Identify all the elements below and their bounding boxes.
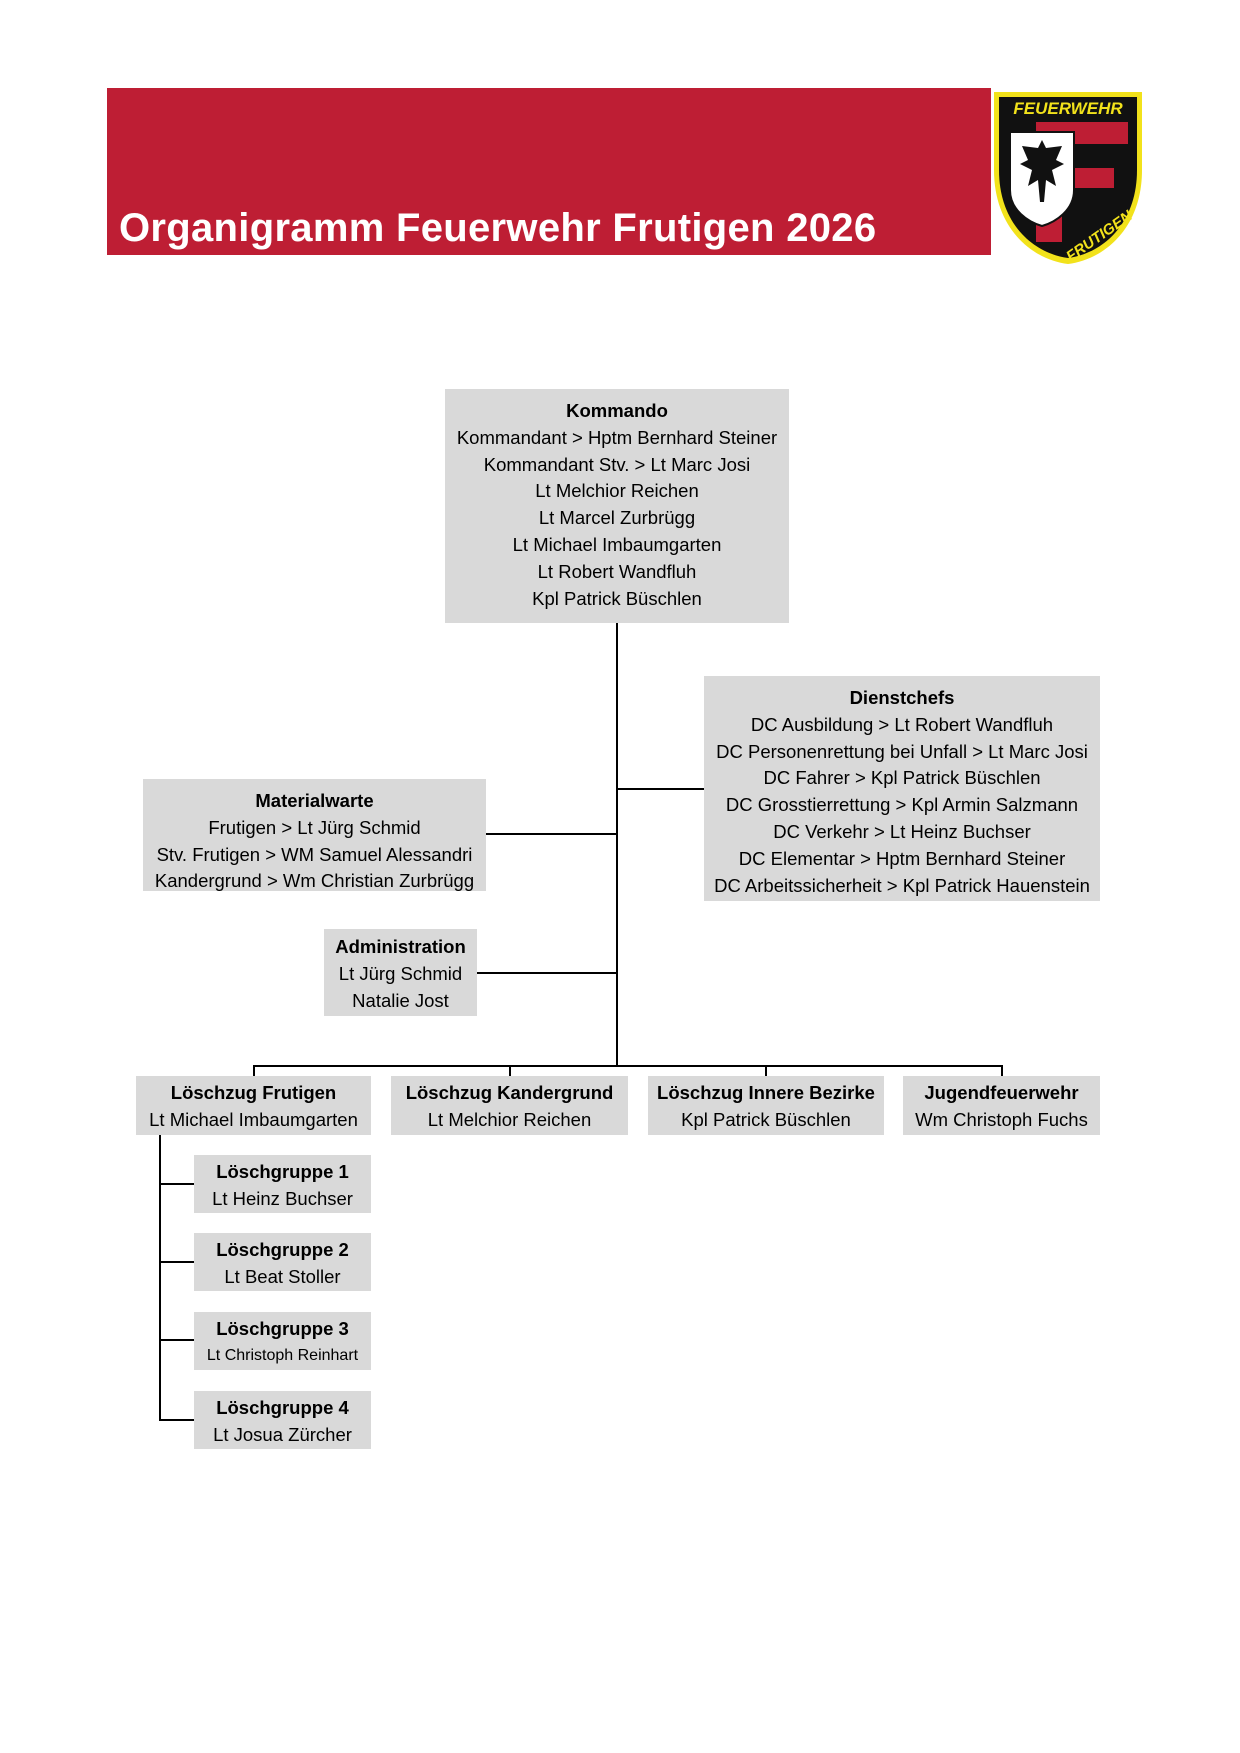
unit-title: Löschzug Frutigen: [170, 1082, 337, 1103]
group-title: Löschgruppe 4: [216, 1397, 349, 1418]
kommando-line: Kpl Patrick Büschlen: [532, 587, 702, 609]
group-leader: Lt Christoph Reinhart: [206, 1346, 359, 1364]
unit-leader: Lt Melchior Reichen: [427, 1108, 592, 1130]
group-connector: [159, 1183, 194, 1185]
dienstchefs-title: Dienstchefs: [849, 687, 955, 708]
group-leader: Lt Beat Stoller: [224, 1265, 341, 1287]
dienstchefs-line: DC Personenrettung bei Unfall > Lt Marc …: [716, 740, 1088, 762]
materialwarte-line: Stv. Frutigen > WM Samuel Alessandri: [156, 843, 473, 865]
kommando-line: Lt Marcel Zurbrügg: [538, 507, 696, 529]
trunk-line: [616, 623, 618, 1067]
group-leader: Lt Josua Zürcher: [213, 1423, 352, 1445]
materialwarte-line: Kandergrund > Wm Christian Zurbrügg: [154, 870, 475, 892]
dienstchefs-line: DC Arbeitssicherheit > Kpl Patrick Hauen…: [714, 874, 1090, 896]
unit-leader: Wm Christoph Fuchs: [915, 1108, 1088, 1130]
unit-title: Jugendfeuerwehr: [924, 1082, 1079, 1103]
materialwarte-connector: [486, 833, 617, 835]
group-title: Löschgruppe 2: [216, 1239, 349, 1260]
materialwarte-box: Materialwarte Frutigen > Lt Jürg Schmid …: [143, 779, 486, 891]
units-bus-line: [253, 1065, 1003, 1067]
dienstchefs-line: DC Elementar > Hptm Bernhard Steiner: [738, 847, 1066, 869]
group-loeschgruppe-1: Löschgruppe 1 Lt Heinz Buchser: [194, 1155, 371, 1213]
dienstchefs-line: DC Grosstierrettung > Kpl Armin Salzmann: [725, 794, 1079, 816]
kommando-title: Kommando: [566, 400, 668, 421]
group-title: Löschgruppe 1: [216, 1161, 349, 1182]
page-title: Organigramm Feuerwehr Frutigen 2026: [119, 206, 877, 250]
group-leader: Lt Heinz Buchser: [212, 1187, 353, 1209]
dienstchefs-line: DC Ausbildung > Lt Robert Wandfluh: [750, 713, 1054, 735]
unit-leader: Kpl Patrick Büschlen: [681, 1108, 851, 1130]
unit-title: Löschzug Innere Bezirke: [657, 1082, 875, 1103]
kommando-line: Kommandant Stv. > Lt Marc Josi: [483, 453, 751, 475]
unit-title: Löschzug Kandergrund: [405, 1082, 614, 1103]
group-connector: [159, 1419, 194, 1421]
unit-loeschzug-innere-bezirke: Löschzug Innere Bezirke Kpl Patrick Büsc…: [648, 1076, 884, 1135]
group-connector: [159, 1261, 194, 1263]
group-loeschgruppe-2: Löschgruppe 2 Lt Beat Stoller: [194, 1233, 371, 1291]
header-banner: Organigramm Feuerwehr Frutigen 2026: [107, 88, 991, 255]
unit-jugendfeuerwehr: Jugendfeuerwehr Wm Christoph Fuchs: [903, 1076, 1100, 1135]
dienstchefs-connector: [617, 788, 704, 790]
group-title: Löschgruppe 3: [216, 1318, 349, 1339]
materialwarte-line: Frutigen > Lt Jürg Schmid: [208, 816, 421, 838]
dienstchefs-line: DC Fahrer > Kpl Patrick Büschlen: [763, 767, 1041, 789]
group-connector: [159, 1339, 194, 1341]
unit-loeschzug-kandergrund: Löschzug Kandergrund Lt Melchior Reichen: [391, 1076, 628, 1135]
svg-text:FEUERWEHR: FEUERWEHR: [1013, 99, 1123, 118]
kommando-box: Kommando Kommandant > Hptm Bernhard Stei…: [445, 389, 789, 623]
group-loeschgruppe-4: Löschgruppe 4 Lt Josua Zürcher: [194, 1391, 371, 1449]
unit-tick: [509, 1065, 511, 1076]
unit-tick: [253, 1065, 255, 1076]
administration-line: Natalie Jost: [352, 989, 449, 1011]
dienstchefs-box: Dienstchefs DC Ausbildung > Lt Robert Wa…: [704, 676, 1100, 901]
kommando-line: Lt Robert Wandfluh: [537, 560, 697, 582]
kommando-line: Kommandant > Hptm Bernhard Steiner: [456, 426, 778, 448]
unit-leader: Lt Michael Imbaumgarten: [149, 1108, 358, 1130]
dienstchefs-line: DC Verkehr > Lt Heinz Buchser: [773, 820, 1031, 842]
kommando-line: Lt Melchior Reichen: [535, 480, 699, 502]
administration-box: Administration Lt Jürg Schmid Natalie Jo…: [324, 929, 477, 1016]
kommando-line: Lt Michael Imbaumgarten: [512, 533, 722, 555]
unit-tick: [1001, 1065, 1003, 1076]
administration-line: Lt Jürg Schmid: [338, 962, 463, 984]
materialwarte-title: Materialwarte: [255, 790, 374, 811]
unit-tick: [765, 1065, 767, 1076]
group-loeschgruppe-3: Löschgruppe 3 Lt Christoph Reinhart: [194, 1312, 371, 1370]
groups-spine: [159, 1135, 161, 1421]
administration-title: Administration: [335, 936, 466, 957]
administration-connector: [477, 972, 617, 974]
unit-loeschzug-frutigen: Löschzug Frutigen Lt Michael Imbaumgarte…: [136, 1076, 371, 1135]
feuerwehr-frutigen-logo: FEUERWEHR FRUTIGEN: [994, 92, 1142, 265]
